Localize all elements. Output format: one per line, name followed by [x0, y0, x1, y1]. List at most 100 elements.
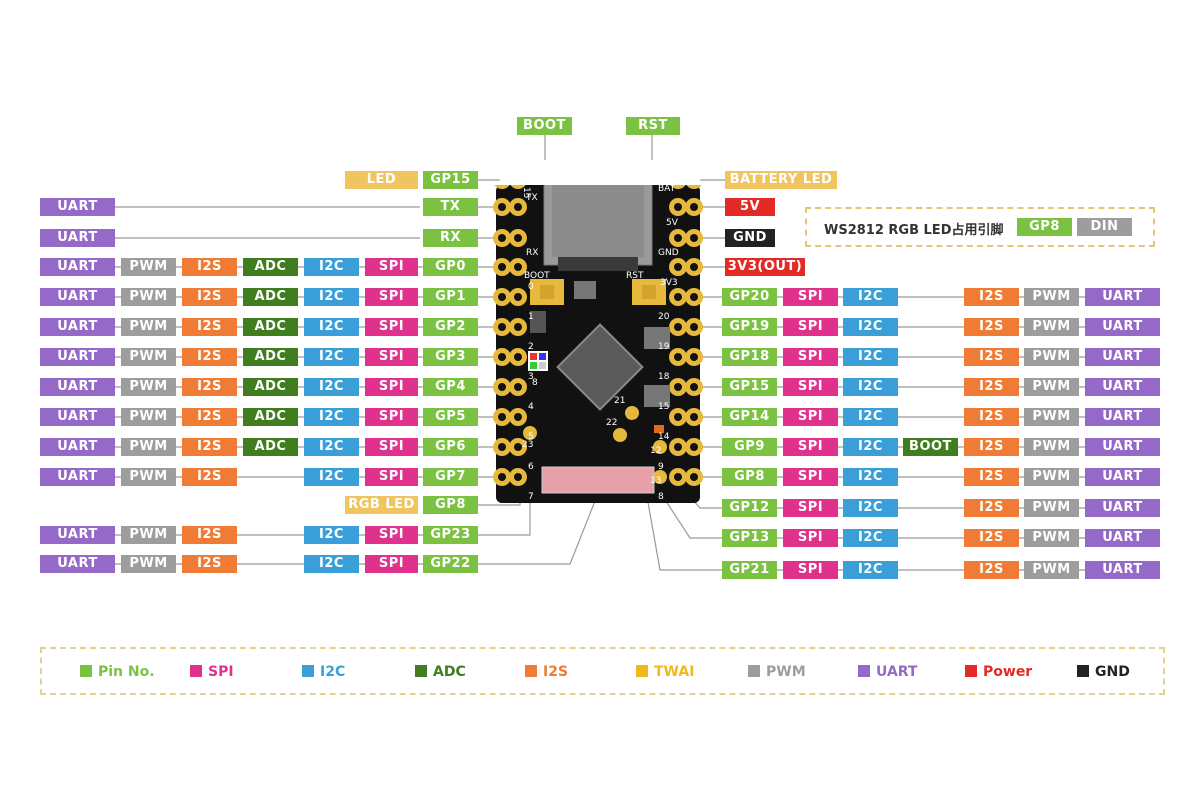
spi-tag: SPI [365, 526, 418, 544]
spi-tag: SPI [783, 438, 838, 456]
i2s-tag: I2S [964, 438, 1019, 456]
pwm-tag: PWM [1024, 378, 1079, 396]
pin-gp3: GP3 [423, 348, 478, 366]
rst-label: RST [626, 117, 680, 135]
pwm-tag: PWM [121, 408, 176, 426]
spi-tag: SPI [783, 499, 838, 517]
uart-rx-label: UART [40, 229, 115, 247]
adc-tag: ADC [243, 408, 298, 426]
pin-gp12: GP12 [722, 499, 777, 517]
legend-label: PWM [766, 664, 806, 680]
legend-item: I2S [525, 665, 568, 679]
i2c-tag: I2C [304, 408, 359, 426]
uart-tag: UART [1085, 318, 1160, 336]
i2c-tag: I2C [304, 318, 359, 336]
pwm-tag: PWM [121, 526, 176, 544]
uart-tag: UART [1085, 468, 1160, 486]
pwm-tag: PWM [1024, 408, 1079, 426]
uart-tag: UART [1085, 288, 1160, 306]
uart-tag: UART [40, 318, 115, 336]
i2s-tag: I2S [964, 561, 1019, 579]
spi-tag: SPI [783, 378, 838, 396]
legend-swatch [748, 665, 760, 677]
legend-item: GND [1077, 665, 1130, 679]
legend-item: I2C [302, 665, 345, 679]
legend-swatch [965, 665, 977, 677]
spi-tag: SPI [365, 288, 418, 306]
spi-tag: SPI [365, 468, 418, 486]
silk-right-num: 15 [658, 402, 669, 412]
pin-gp5: GP5 [423, 408, 478, 426]
adc-tag: ADC [243, 378, 298, 396]
i2s-tag: I2S [182, 468, 237, 486]
silk-right-num: 20 [658, 312, 670, 322]
silk-5v: 5V [666, 218, 679, 228]
i2c-tag: I2C [843, 408, 898, 426]
i2s-tag: I2S [182, 288, 237, 306]
power-5v-label: 5V [725, 198, 775, 216]
silk-left-num: 1 [528, 312, 534, 322]
pin-gp15: GP15 [722, 378, 777, 396]
pwm-tag: PWM [1024, 318, 1079, 336]
silk-13: 13 [650, 476, 661, 486]
silk-rst: RST [626, 271, 644, 281]
gnd-label: GND [725, 229, 775, 247]
legend-item: ADC [415, 665, 466, 679]
spi-tag: SPI [783, 468, 838, 486]
legend-label: TWAI [654, 664, 695, 680]
pin-gp6: GP6 [423, 438, 478, 456]
uart-tag: UART [40, 555, 115, 573]
uart-tag: UART [1085, 529, 1160, 547]
silk-23: 23 [522, 440, 533, 450]
pin-gp14: GP14 [722, 408, 777, 426]
legend-label: GND [1095, 664, 1130, 680]
pwm-tag: PWM [121, 438, 176, 456]
spi-tag: SPI [365, 438, 418, 456]
uart-tag: UART [40, 348, 115, 366]
ws2812-pin: GP8 [1017, 218, 1072, 236]
pin-gp1: GP1 [423, 288, 478, 306]
legend-swatch [80, 665, 92, 677]
i2c-tag: I2C [843, 348, 898, 366]
pin-gp13: GP13 [722, 529, 777, 547]
i2s-tag: I2S [182, 348, 237, 366]
rgb-led-label: RGB LED [345, 496, 418, 514]
pin-tx: TX [423, 198, 478, 216]
adc-tag: ADC [243, 348, 298, 366]
legend-swatch [636, 665, 648, 677]
pin-gp0: GP0 [423, 258, 478, 276]
i2c-tag: I2C [843, 378, 898, 396]
legend-label: SPI [208, 664, 234, 680]
i2s-tag: I2S [964, 499, 1019, 517]
spi-tag: SPI [365, 258, 418, 276]
adc-tag: ADC [243, 258, 298, 276]
pin-gp18: GP18 [722, 348, 777, 366]
legend-swatch [1077, 665, 1089, 677]
silk-left-num: 5 [528, 432, 534, 442]
spi-tag: SPI [365, 408, 418, 426]
i2c-tag: I2C [304, 526, 359, 544]
pin-gp19: GP19 [722, 318, 777, 336]
i2s-tag: I2S [182, 378, 237, 396]
pin-gp8-rgb: GP8 [423, 496, 478, 514]
adc-tag: ADC [243, 318, 298, 336]
i2c-tag: I2C [843, 438, 898, 456]
adc-tag: ADC [243, 438, 298, 456]
i2s-tag: I2S [182, 438, 237, 456]
i2s-tag: I2S [964, 529, 1019, 547]
legend-label: Pin No. [98, 664, 155, 680]
legend-label: I2S [543, 664, 569, 680]
spi-tag: SPI [365, 318, 418, 336]
silk-gnd: GND [658, 248, 679, 258]
silk-left-num: 6 [528, 462, 534, 472]
silk-left-num: 0 [528, 282, 534, 292]
spi-tag: SPI [783, 529, 838, 547]
uart-tag: UART [1085, 438, 1160, 456]
boot-label: BOOT [517, 117, 572, 135]
legend-item: UART [858, 665, 917, 679]
uart-tag: UART [40, 438, 115, 456]
uart-tag: UART [40, 526, 115, 544]
legend-item: SPI [190, 665, 234, 679]
i2c-tag: I2C [304, 468, 359, 486]
i2s-tag: I2S [182, 258, 237, 276]
